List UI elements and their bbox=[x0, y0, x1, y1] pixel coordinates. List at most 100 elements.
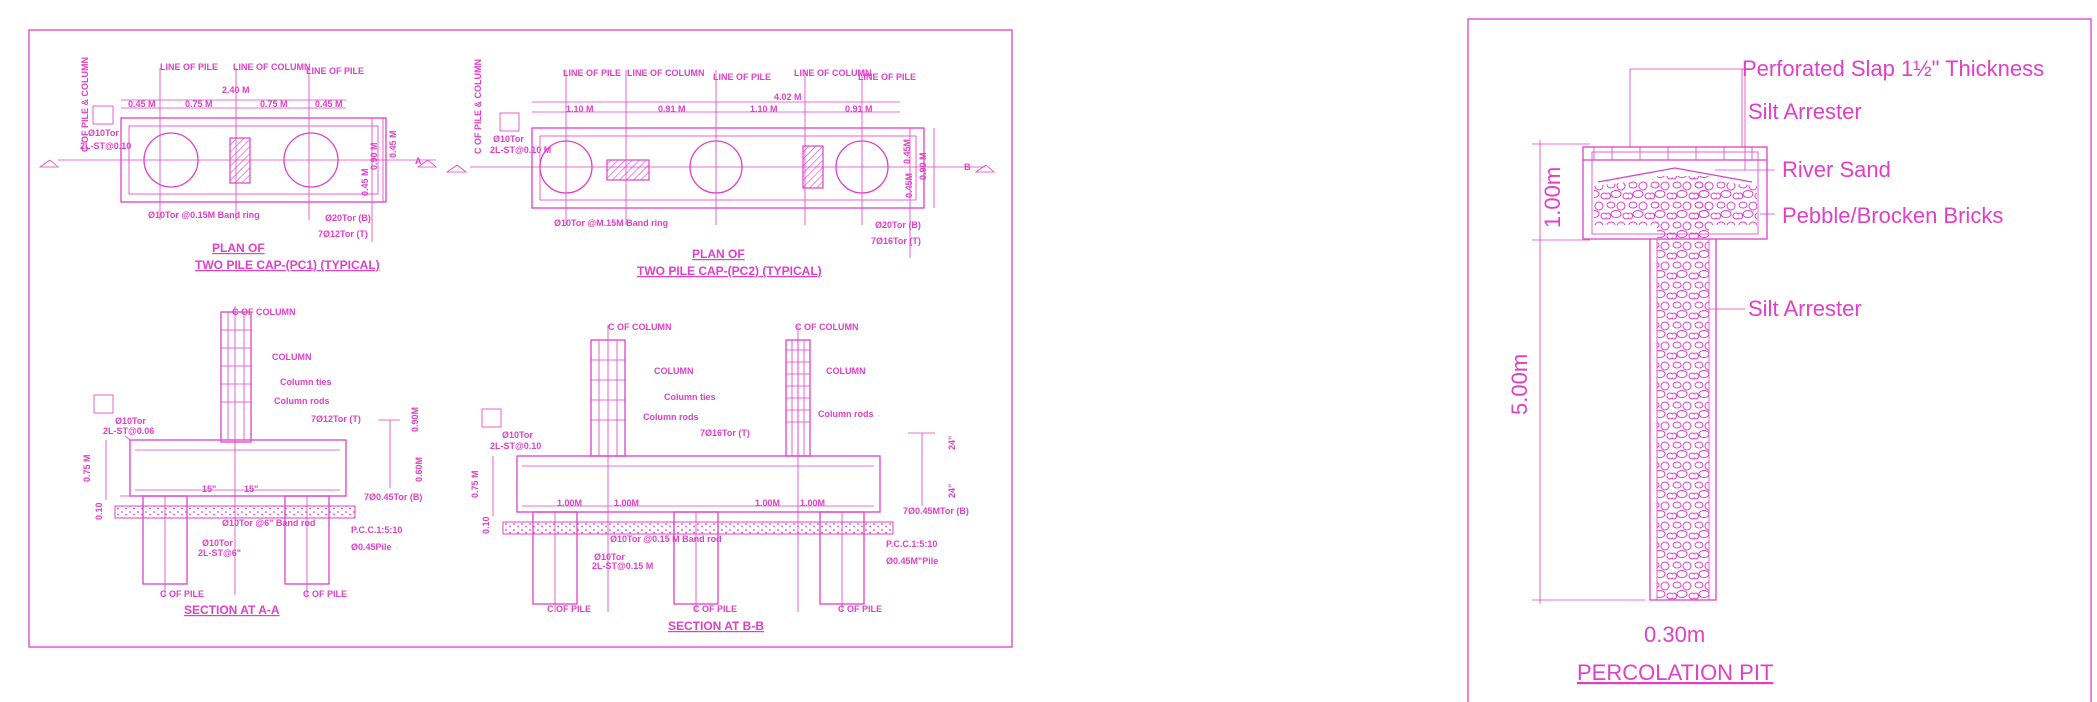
top-bar-label: 7Ø12Tor (T) bbox=[311, 414, 361, 424]
column-centerline-label: C OF COLUMN bbox=[608, 322, 672, 332]
dim-a: 15" bbox=[202, 484, 216, 494]
section-arrow-right bbox=[416, 159, 438, 168]
column-rods-label: Column rods bbox=[643, 412, 699, 422]
band-ring-label: Ø10Tor @M.15M Band ring bbox=[554, 218, 668, 228]
pile-centerline-label: C OF PILE bbox=[303, 589, 347, 599]
column-section bbox=[229, 137, 251, 184]
section-arrow-left bbox=[38, 159, 60, 168]
pcc-label: P.C.C.1:5:10 bbox=[886, 539, 937, 549]
column-ties-label: Column ties bbox=[280, 377, 332, 387]
column-ties-label: Column ties bbox=[664, 392, 716, 402]
dim-total: 5.00m bbox=[1507, 354, 1532, 415]
line-of-column-label: LINE OF COLUMN bbox=[627, 68, 705, 78]
dim-v4: 24" bbox=[947, 484, 957, 498]
bottom-bar-label: 7Ø0.45Tor (B) bbox=[364, 492, 422, 502]
dim-v4: 0.60M bbox=[414, 457, 424, 482]
sand-layer bbox=[1597, 167, 1753, 183]
line-of-pile-label: LINE OF PILE bbox=[563, 68, 621, 78]
stirrup-label: Ø10Tor bbox=[202, 538, 233, 548]
plan-pc1: LINE OF PILE LINE OF COLUMN LINE OF PILE… bbox=[38, 57, 438, 272]
top-bar-label: 7Ø16Tor (T) bbox=[700, 428, 750, 438]
label-silt-arrester-mid: Silt Arrester bbox=[1748, 296, 1862, 321]
section-mark: B bbox=[964, 162, 971, 172]
reference-box bbox=[93, 394, 114, 414]
bar-label: Ø10Tor bbox=[493, 134, 524, 144]
bottom-bar-label: Ø20Tor (B) bbox=[325, 213, 371, 223]
left-sheet-border bbox=[28, 29, 1013, 648]
band-ring-label: Ø10Tor @0.15M Band ring bbox=[148, 210, 260, 220]
dim-1: 1.10 M bbox=[566, 104, 594, 114]
top-bar-label: 7Ø12Tor (T) bbox=[318, 229, 368, 239]
section-arrow-right bbox=[974, 164, 996, 173]
column-rods-label: Column rods bbox=[274, 396, 330, 406]
dim-v3: 24" bbox=[947, 436, 957, 450]
top-bar-label: 7Ø16Tor (T) bbox=[871, 236, 921, 246]
section-mark: A bbox=[415, 156, 422, 166]
column-label: COLUMN bbox=[826, 366, 866, 376]
column-rods-label: Column rods bbox=[818, 409, 874, 419]
stirrup-label: 2L-ST@0.06 bbox=[103, 426, 154, 436]
right-sheet-border bbox=[1467, 18, 2092, 702]
dim-2: 0.91 M bbox=[658, 104, 686, 114]
dim-2: 1.00M bbox=[614, 498, 639, 508]
stirrup-label: Ø10Tor bbox=[594, 552, 625, 562]
bar-label: Ø10Tor bbox=[88, 128, 119, 138]
dim-3: 0.75 M bbox=[260, 99, 288, 109]
pit-title: PERCOLATION PIT bbox=[1577, 660, 1773, 685]
stirrup-label: 2L-ST@0.10 bbox=[490, 441, 541, 451]
pebble-fill bbox=[1657, 176, 1709, 601]
pit-shaft bbox=[1649, 239, 1717, 601]
dim-top: 1.00m bbox=[1540, 167, 1565, 228]
reference-box bbox=[499, 112, 520, 132]
pcc-layer bbox=[502, 521, 894, 535]
dim-v1: 0.45M bbox=[902, 139, 912, 164]
stirrup-label: 2L-ST@0.10 M bbox=[490, 145, 551, 155]
side-label: C OF PILE & COLUMN bbox=[473, 59, 483, 154]
label-pebble: Pebble/Brocken Bricks bbox=[1782, 203, 2003, 228]
column-centerline-label: C OF COLUMN bbox=[795, 322, 859, 332]
pile-centerline-label: C OF PILE bbox=[693, 604, 737, 614]
column-elevation bbox=[220, 311, 252, 443]
line-of-pile-label: LINE OF PILE bbox=[306, 66, 364, 76]
section-title: SECTION AT B-B bbox=[668, 619, 764, 633]
column-section bbox=[606, 159, 650, 181]
pile-label: Ø0.45M"Pile bbox=[886, 556, 938, 566]
label-perforated-slab: Perforated Slap 1½" Thickness bbox=[1742, 56, 2044, 81]
dim-3: 1.10 M bbox=[750, 104, 778, 114]
plan-title-line-1: PLAN OF bbox=[212, 241, 265, 255]
dim-total: 2.40 M bbox=[222, 85, 250, 95]
dim-v2: 0.45 M bbox=[360, 168, 370, 196]
dim-v2: 0.10 bbox=[481, 516, 491, 534]
stirrup-label: 2L-ST@6" bbox=[198, 548, 241, 558]
line-of-pile-label: LINE OF PILE bbox=[858, 72, 916, 82]
plan-pc2: LINE OF PILE LINE OF COLUMN LINE OF PILE… bbox=[445, 59, 996, 278]
section-aa: C OF COLUMN COLUMN Column ties Column ro… bbox=[82, 306, 424, 617]
dim-1: 1.00M bbox=[557, 498, 582, 508]
dim-4: 0.91 M bbox=[845, 104, 873, 114]
dim-v3: 0.90 M bbox=[918, 152, 928, 180]
band-rod-label: Ø10Tor @6" Band rod bbox=[222, 518, 315, 528]
line-of-pile-label: LINE OF PILE bbox=[713, 72, 771, 82]
section-arrow-left bbox=[445, 164, 468, 173]
label-river-sand: River Sand bbox=[1782, 157, 1891, 182]
reference-box bbox=[481, 408, 502, 428]
dim-total: 4.02 M bbox=[774, 92, 802, 102]
stirrup-label: 2L-ST@0.10 bbox=[80, 141, 131, 151]
pile-label: Ø0.45Pile bbox=[351, 542, 392, 552]
dim-2: 0.75 M bbox=[185, 99, 213, 109]
plan-title-line-2: TWO PILE CAP-(PC1) (TYPICAL) bbox=[195, 258, 380, 272]
dim-v1: 0.75 M bbox=[82, 454, 92, 482]
line-of-column-label: LINE OF COLUMN bbox=[233, 62, 311, 72]
section-title: SECTION AT A-A bbox=[184, 603, 280, 617]
plan-title-line-2: TWO PILE CAP-(PC2) (TYPICAL) bbox=[637, 264, 822, 278]
dim-v3: 0.90M bbox=[410, 407, 420, 432]
pile-centerline-label: C OF PILE bbox=[838, 604, 882, 614]
dim-3: 1.00M bbox=[755, 498, 780, 508]
pile-centerline-label: C OF PILE bbox=[160, 589, 204, 599]
bottom-bar-label: Ø20Tor (B) bbox=[875, 220, 921, 230]
column-label: COLUMN bbox=[654, 366, 694, 376]
side-label: C OF PILE & COLUMN bbox=[80, 57, 90, 152]
dim-v3: 0.90 M bbox=[369, 142, 379, 170]
dim-v1: 0.45 M bbox=[388, 130, 398, 158]
